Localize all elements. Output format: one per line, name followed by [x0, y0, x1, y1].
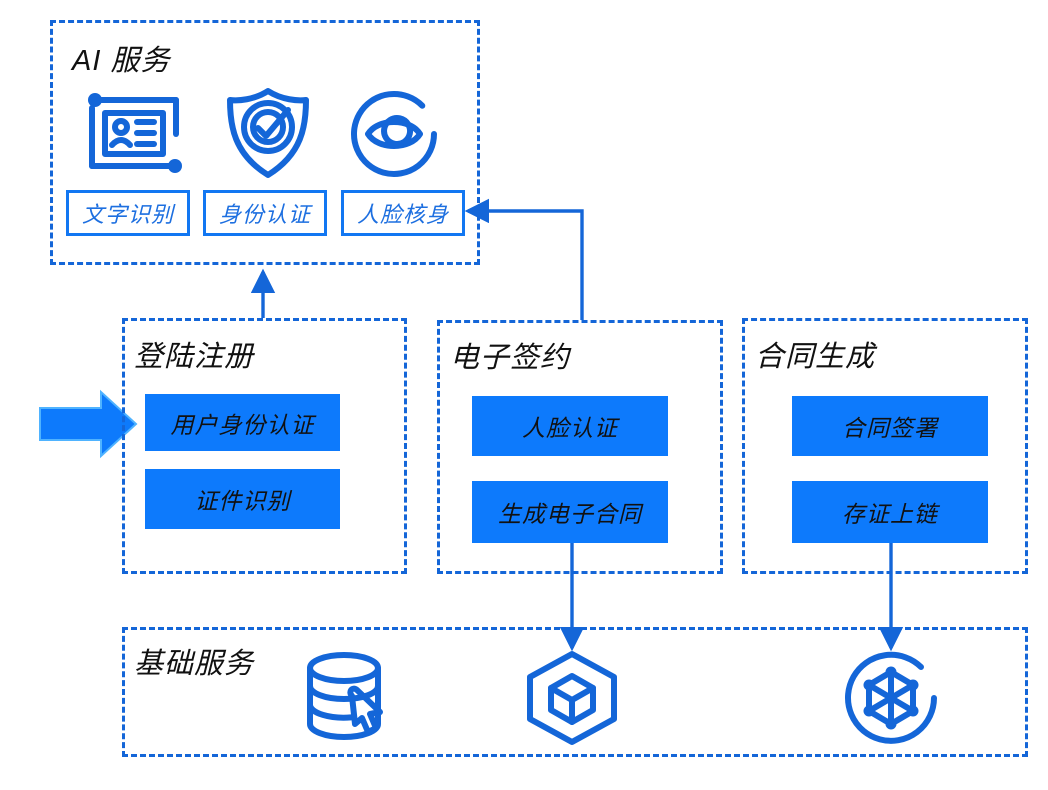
eye-scan-icon — [348, 88, 440, 180]
box-generate-e-contract[interactable]: 生成电子合同 — [472, 481, 668, 543]
group-title-e-signing: 电子签约 — [450, 342, 571, 374]
chip-identity[interactable]: 身份认证 — [203, 190, 327, 236]
group-ai-service — [50, 20, 480, 265]
box-contract-sign[interactable]: 合同签署 — [792, 396, 988, 456]
group-login-register — [122, 318, 407, 574]
chip-face-verify-label: 人脸核身 — [356, 202, 449, 227]
group-contract-generation — [742, 318, 1028, 574]
id-card-ocr-icon — [80, 88, 185, 178]
box-id-recognition-label: 证件识别 — [194, 488, 291, 514]
group-title-contract-generation: 合同生成 — [755, 341, 876, 373]
esign-to-face-arrow — [464, 198, 584, 320]
group-title-ai-service: AI 服务 — [72, 45, 171, 77]
shield-check-icon — [222, 86, 314, 180]
group-title-login-register: 登陆注册 — [134, 341, 255, 373]
hexagon-cube-icon — [520, 648, 624, 748]
chip-ocr-label: 文字识别 — [81, 202, 174, 227]
box-user-identity-auth[interactable]: 用户身份认证 — [145, 394, 340, 451]
box-face-auth[interactable]: 人脸认证 — [472, 396, 668, 456]
box-contract-sign-label: 合同签署 — [842, 415, 938, 441]
chip-identity-label: 身份认证 — [218, 202, 311, 227]
chip-ocr[interactable]: 文字识别 — [66, 190, 190, 236]
box-face-auth-label: 人脸认证 — [522, 415, 618, 441]
group-base-service — [122, 627, 1028, 757]
box-generate-e-contract-label: 生成电子合同 — [498, 501, 642, 527]
group-title-base-service: 基础服务 — [134, 648, 255, 680]
box-evidence-on-chain-label: 存证上链 — [842, 501, 938, 527]
box-user-identity-auth-label: 用户身份认证 — [170, 411, 315, 438]
box-id-recognition[interactable]: 证件识别 — [145, 469, 340, 529]
chip-face-verify[interactable]: 人脸核身 — [341, 190, 465, 236]
blockchain-node-icon — [840, 648, 942, 748]
database-click-icon — [300, 648, 400, 748]
box-evidence-on-chain[interactable]: 存证上链 — [792, 481, 988, 543]
group-e-signing — [437, 320, 723, 574]
